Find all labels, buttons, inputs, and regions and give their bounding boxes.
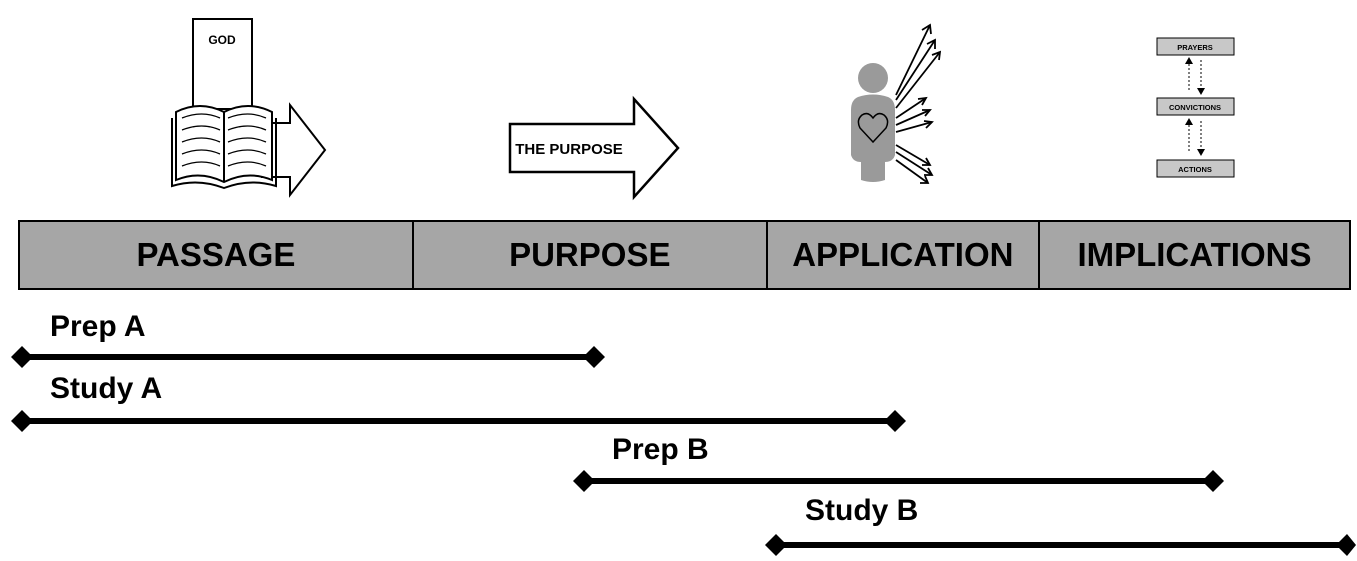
arrow-icon: THE PURPOSE <box>508 95 680 201</box>
flow-boxes-icon: PRAYERS CONVICTIONS ACTIONS <box>1156 37 1235 178</box>
actions-box-label: ACTIONS <box>1178 165 1212 174</box>
range-label-prep-b: Prep B <box>612 433 709 466</box>
range-study-b <box>765 534 1356 556</box>
stage-purpose: PURPOSE <box>414 222 768 288</box>
icons-row: GOD THE PURPOSE PRAYERS CONVICTIONS <box>171 18 1235 201</box>
arrows-icon <box>895 23 942 184</box>
purpose-arrow-label: THE PURPOSE <box>515 141 623 158</box>
prayers-box-label: PRAYERS <box>1177 43 1213 52</box>
range-label-study-a: Study A <box>50 372 163 405</box>
range-label-prep-a: Prep A <box>50 310 146 343</box>
range-prep-b <box>573 470 1224 492</box>
range-prep-a <box>11 346 605 368</box>
stage-implications: IMPLICATIONS <box>1077 236 1312 273</box>
range-study-a <box>11 410 906 432</box>
stage-passage: PASSAGE <box>20 222 414 288</box>
person-heart-icon <box>851 63 895 182</box>
range-label-study-b: Study B <box>805 494 919 527</box>
book-icon: GOD <box>171 18 327 198</box>
tablet-label: GOD <box>208 33 236 47</box>
stage-bar: PASSAGE PURPOSE APPLICATION IMPLICATIONS <box>18 220 1351 290</box>
convictions-box-label: CONVICTIONS <box>1169 103 1221 112</box>
stage-application: APPLICATION <box>768 222 1040 288</box>
